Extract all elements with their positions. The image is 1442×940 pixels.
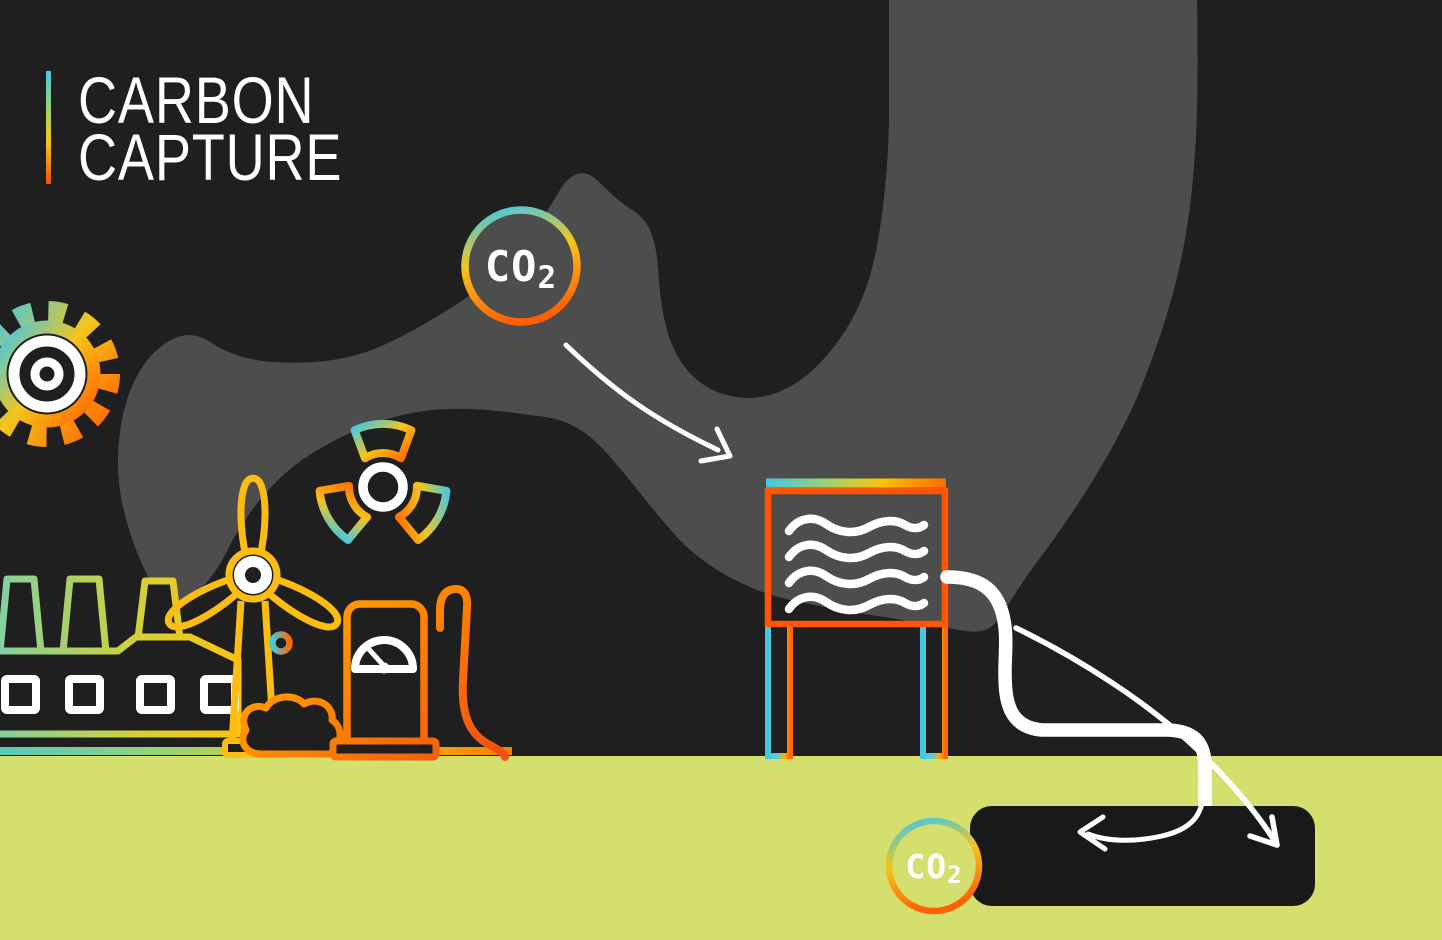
factory-body — [0, 633, 242, 738]
co2-badge-top — [461, 206, 581, 326]
title-accent-bar — [46, 71, 51, 184]
pump-base — [329, 737, 440, 761]
pump-nozzle-hose — [436, 584, 509, 761]
smoke-plume-shape — [118, 0, 1198, 632]
fuel-pump-icon — [329, 584, 509, 761]
storage-box — [970, 806, 1315, 906]
radiation-icon — [314, 424, 452, 543]
co2-label-top: CO 2 — [441, 228, 601, 304]
title-line-2: CAPTURE — [78, 120, 343, 194]
storage-in-arrow — [1077, 794, 1206, 852]
flow-arrow-co2-to-capture — [563, 342, 733, 464]
flow-arrow-to-storage — [1013, 625, 1280, 848]
co2-label-bottom: CO 2 — [864, 833, 1004, 899]
factory-chimney — [59, 575, 110, 656]
decorative-circle — [269, 631, 293, 655]
pipe-icon — [940, 570, 1212, 813]
factory-chimney — [0, 575, 45, 656]
page-title: CARBON CAPTURE — [78, 63, 343, 194]
pump-body — [343, 600, 428, 756]
co2-text: CO — [905, 846, 948, 886]
capture-unit-chamber — [764, 487, 949, 628]
co2-text: CO — [484, 241, 538, 291]
gear-icon — [0, 301, 120, 447]
factory-icon — [0, 575, 242, 738]
capture-unit-icon — [764, 478, 949, 759]
bush-icon — [239, 693, 344, 758]
co2-badge-bottom — [885, 817, 983, 915]
title-line-1: CARBON — [78, 63, 315, 137]
co2-subscript: 2 — [537, 260, 558, 296]
pump-gauge — [351, 636, 417, 674]
co2-subscript: 2 — [947, 861, 963, 889]
